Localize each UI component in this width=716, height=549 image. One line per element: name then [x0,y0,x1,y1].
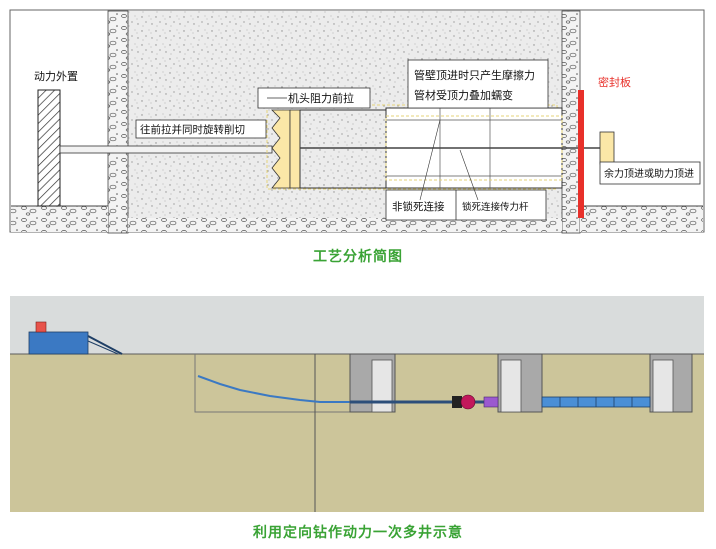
drill-rig-cab [35,321,47,333]
left-shaft-wall [107,10,129,234]
head-resistance-label: 机头阻力前拉 [288,91,354,105]
power-unit [37,89,61,207]
locked-rod-label: 锁死连接传力杆 [462,201,529,213]
drill-rod [59,145,273,154]
jack-label-frame [599,161,701,185]
drill-path [197,375,350,403]
process-analysis-diagram: 动力外置 往前拉并同时旋转削切 机头阻力前拉 管壁顶进时只产生摩擦力 管材受顶力… [9,9,705,234]
sky-band [10,296,704,354]
multi-well-caption: 利用定向钻作动力一次多井示意 [253,525,463,541]
drill-rig-mast [87,335,123,355]
pipe-coupler [483,396,499,408]
seal-plate [578,90,584,218]
pull-rotate-label-frame [135,119,267,139]
excavation-outline [194,354,350,413]
right-shaft-wall [561,10,581,234]
drill-rig-body [28,331,89,355]
reamer-collar [452,396,462,408]
wall-friction-label: 管壁顶进时只产生摩擦力 [414,68,535,82]
non-locked-label: 非锁死连接 [392,200,445,213]
reamer-head [460,394,476,410]
pipe-force-label: 管材受顶力叠加蠕变 [414,88,513,102]
process-diagram-caption: 工艺分析简图 [313,249,403,265]
power-outside-label: 动力外置 [34,70,78,83]
head-resistance-label-frame [257,87,371,109]
cutter-back-plate [289,109,301,189]
jacking-block [599,131,615,165]
friction-label-frame [407,59,549,109]
middle-floor-gravel [128,218,562,232]
pull-rotate-label: 往前拉并同时旋转削切 [140,123,245,136]
bottom-labels-frame [385,189,547,221]
lead-pipe [299,109,387,189]
right-floor-gravel [580,206,703,232]
remaining-jack-label: 余力顶进或助力顶进 [604,167,694,180]
seal-plate-label: 密封板 [598,75,631,89]
left-floor-gravel [11,206,108,232]
multi-well-diagram [10,296,704,512]
